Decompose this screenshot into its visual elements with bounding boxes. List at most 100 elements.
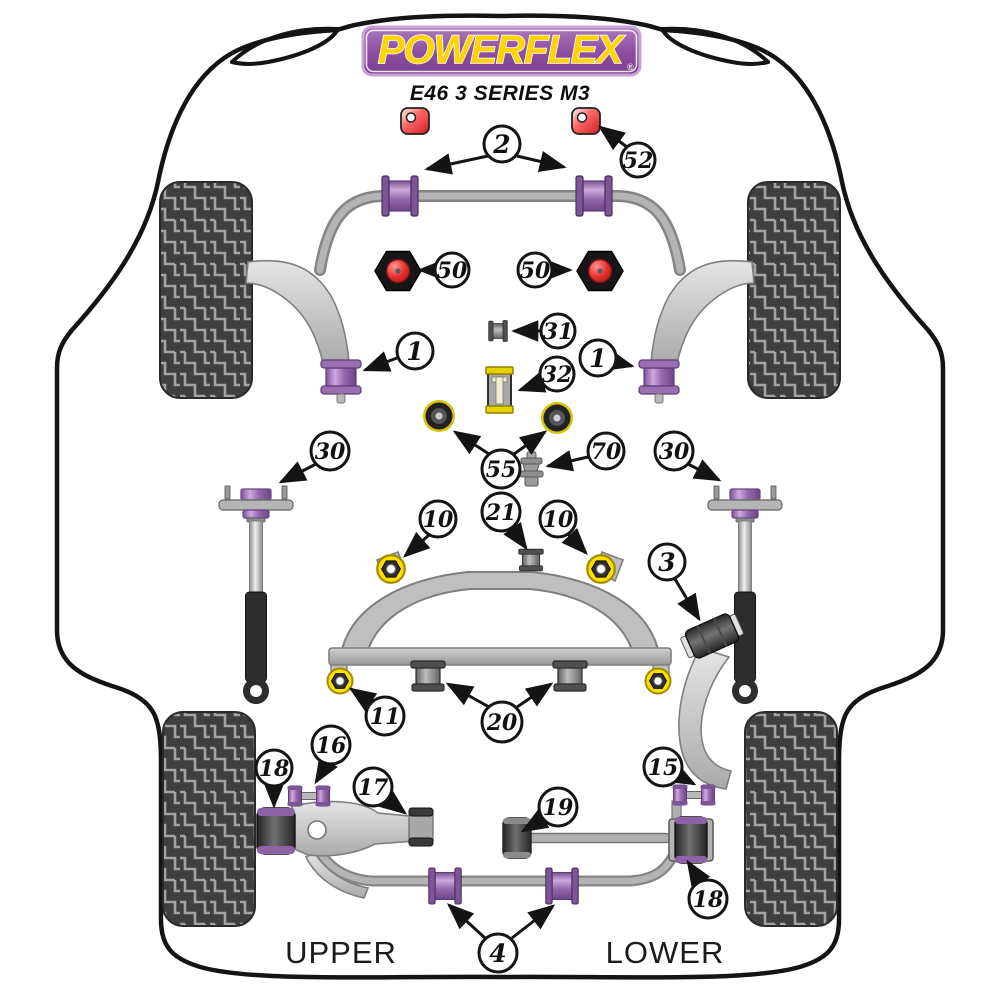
diff-bush-right-part-55 [541, 402, 573, 434]
front-arm-bush-right-part-1 [638, 359, 680, 404]
callout-4: 4 [447, 903, 556, 974]
callout-50-right: 50 [516, 251, 573, 289]
trailing-arm-end-bracket [408, 807, 434, 847]
arb-clamp-bracket-left [400, 107, 430, 135]
svg-text:1: 1 [589, 344, 606, 373]
callout-2: 2 [424, 124, 567, 175]
bush-part-31 [488, 320, 508, 342]
trailing-arm-bush-left-part-18 [256, 807, 296, 855]
subframe-bush-part-21 [518, 548, 544, 572]
svg-text:3: 3 [658, 548, 675, 577]
callout-20: 20 [445, 682, 554, 744]
svg-text:18: 18 [259, 756, 290, 782]
toe-arm-rod-part-19 [526, 832, 671, 844]
callout-30-left: 30 [278, 430, 351, 484]
callout-21: 21 [480, 491, 528, 551]
callout-50-left: 50 [417, 251, 471, 289]
svg-text:55: 55 [486, 457, 517, 483]
front-arb-bush-right-part-2 [575, 175, 613, 217]
svg-text:20: 20 [486, 710, 518, 736]
arb-mount-bush-right-part-18 [668, 816, 714, 864]
bump-stop-right-part-50 [576, 250, 624, 292]
svg-text:10: 10 [543, 507, 574, 533]
powerflex-logo: POWERFLEX ® [361, 25, 642, 77]
right-headlight [660, 26, 770, 66]
svg-text:17: 17 [358, 775, 389, 801]
svg-text:1: 1 [406, 337, 423, 366]
svg-text:4: 4 [489, 939, 506, 968]
registered-mark: ® [627, 62, 634, 72]
rear-left-tire [162, 711, 256, 927]
callout-11: 11 [348, 687, 406, 737]
svg-text:21: 21 [485, 500, 517, 526]
trailing-arm-hole [307, 820, 327, 840]
callout-1-left: 1 [362, 331, 435, 372]
logo-text: POWERFLEX [378, 28, 626, 72]
tires [159, 181, 841, 927]
callout-18-left: 18 [254, 748, 294, 809]
svg-text:50: 50 [520, 258, 551, 284]
front-right-tire [747, 181, 841, 399]
svg-text:10: 10 [423, 507, 454, 533]
rear-upper-arm-part-3 [678, 647, 732, 790]
svg-text:19: 19 [543, 795, 574, 821]
rear-arb-bush-right-part-4 [545, 867, 579, 905]
subframe-nut-top-right-part-10 [586, 554, 616, 584]
subframe-nut-bottom-right [644, 667, 672, 695]
callout-19: 19 [520, 786, 579, 833]
svg-text:30: 30 [315, 439, 346, 465]
callouts: 2 52 50 50 31 32 1 1 [254, 124, 729, 974]
toe-arm-bush-part-19 [502, 817, 532, 859]
bush-part-32 [485, 366, 514, 414]
callout-31: 31 [511, 312, 577, 350]
svg-text:16: 16 [316, 733, 347, 759]
callout-30-right: 30 [653, 430, 722, 482]
svg-text:2: 2 [492, 130, 510, 159]
svg-text:11: 11 [370, 704, 401, 730]
front-arb-bush-left-part-2 [381, 175, 419, 217]
rear-right-tire [744, 711, 838, 927]
callout-1-right: 1 [578, 338, 635, 378]
drop-link-right-part-15 [672, 784, 716, 806]
svg-text:70: 70 [591, 439, 622, 465]
front-right-control-arm [650, 259, 755, 364]
callout-18-right: 18 [686, 859, 729, 920]
svg-text:31: 31 [543, 319, 574, 345]
diagram-subtitle: E46 3 SERIES M3 [410, 82, 590, 105]
svg-text:18: 18 [693, 887, 724, 913]
front-left-tire [159, 181, 253, 399]
callout-10-right: 10 [538, 499, 588, 555]
subframe-bush-right-part-20 [552, 660, 588, 692]
svg-text:52: 52 [623, 148, 654, 174]
rear-anti-roll-bar [310, 840, 684, 887]
front-anti-roll-bar [314, 190, 686, 276]
callout-32: 32 [517, 355, 576, 393]
svg-text:32: 32 [542, 362, 573, 388]
arb-clamp-bracket-right-part-52 [571, 107, 601, 135]
upper-label: UPPER [285, 935, 397, 970]
callout-52: 52 [597, 125, 657, 179]
subframe-nut-bottom-left-part-11 [326, 667, 354, 695]
callout-16: 16 [310, 724, 352, 785]
callout-3: 3 [647, 542, 701, 622]
callout-55: 55 [452, 430, 548, 490]
diff-bush-left-part-55 [423, 400, 455, 432]
subframe-bush-left-part-20 [410, 660, 446, 692]
left-headlight [230, 26, 340, 66]
fitting-part-70 [519, 451, 544, 487]
callout-17: 17 [352, 766, 408, 815]
car-body-outline [54, 13, 946, 980]
lower-label: LOWER [606, 935, 725, 970]
front-left-control-arm [245, 259, 350, 364]
arm-bushing-part-3 [680, 613, 744, 659]
left-shock-top-mount-part-30 [219, 486, 293, 701]
svg-text:50: 50 [437, 258, 468, 284]
subframe-nut-top-left-part-10 [376, 554, 406, 584]
callout-10-left: 10 [402, 499, 458, 558]
svg-text:30: 30 [659, 439, 690, 465]
svg-text:15: 15 [648, 755, 679, 781]
callout-70: 70 [545, 431, 626, 472]
rear-arb-bush-left-part-4 [428, 867, 462, 905]
